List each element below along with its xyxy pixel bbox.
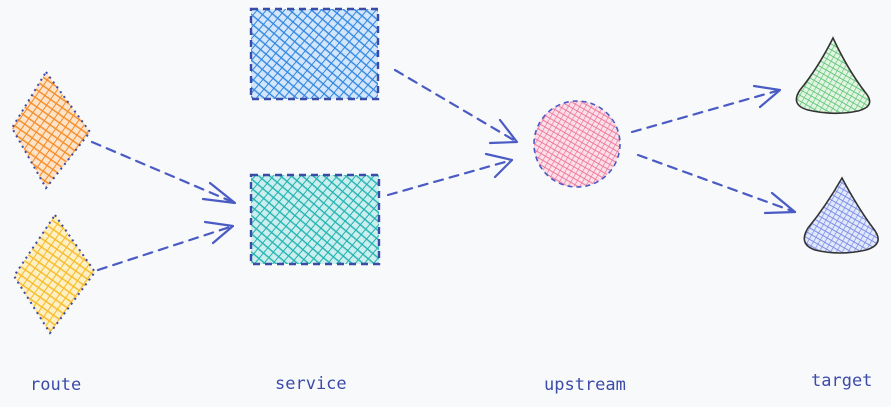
upstream-label: upstream [544,375,626,395]
arrowhead-service2-to-upstream [484,152,514,179]
service-box-1 [249,7,380,101]
service-box-2 [249,173,381,266]
route-label: route [30,375,82,395]
arrowhead-route2-to-service2 [203,220,235,245]
route-diamond-1 [10,70,92,190]
upstream-circle [533,100,621,188]
target-cone-1 [795,36,871,115]
arrowhead-upstream-to-target1 [752,84,782,109]
arrowhead-route1-to-service2 [201,181,237,205]
arrow-service1-to-upstream [393,68,519,144]
arrow-upstream-to-target1 [630,88,782,134]
arrowhead-upstream-to-target2 [763,191,797,215]
target-label: target [811,371,873,391]
arrow-route1-to-service2 [90,140,237,205]
target-cone-2 [803,176,879,254]
arrow-service2-to-upstream [386,158,514,197]
arrow-upstream-to-target2 [636,153,797,214]
arrow-route2-to-service2 [96,224,235,272]
service-label: service [275,374,347,394]
arrowhead-service1-to-upstream [488,118,519,145]
route-diamond-2 [12,213,97,335]
